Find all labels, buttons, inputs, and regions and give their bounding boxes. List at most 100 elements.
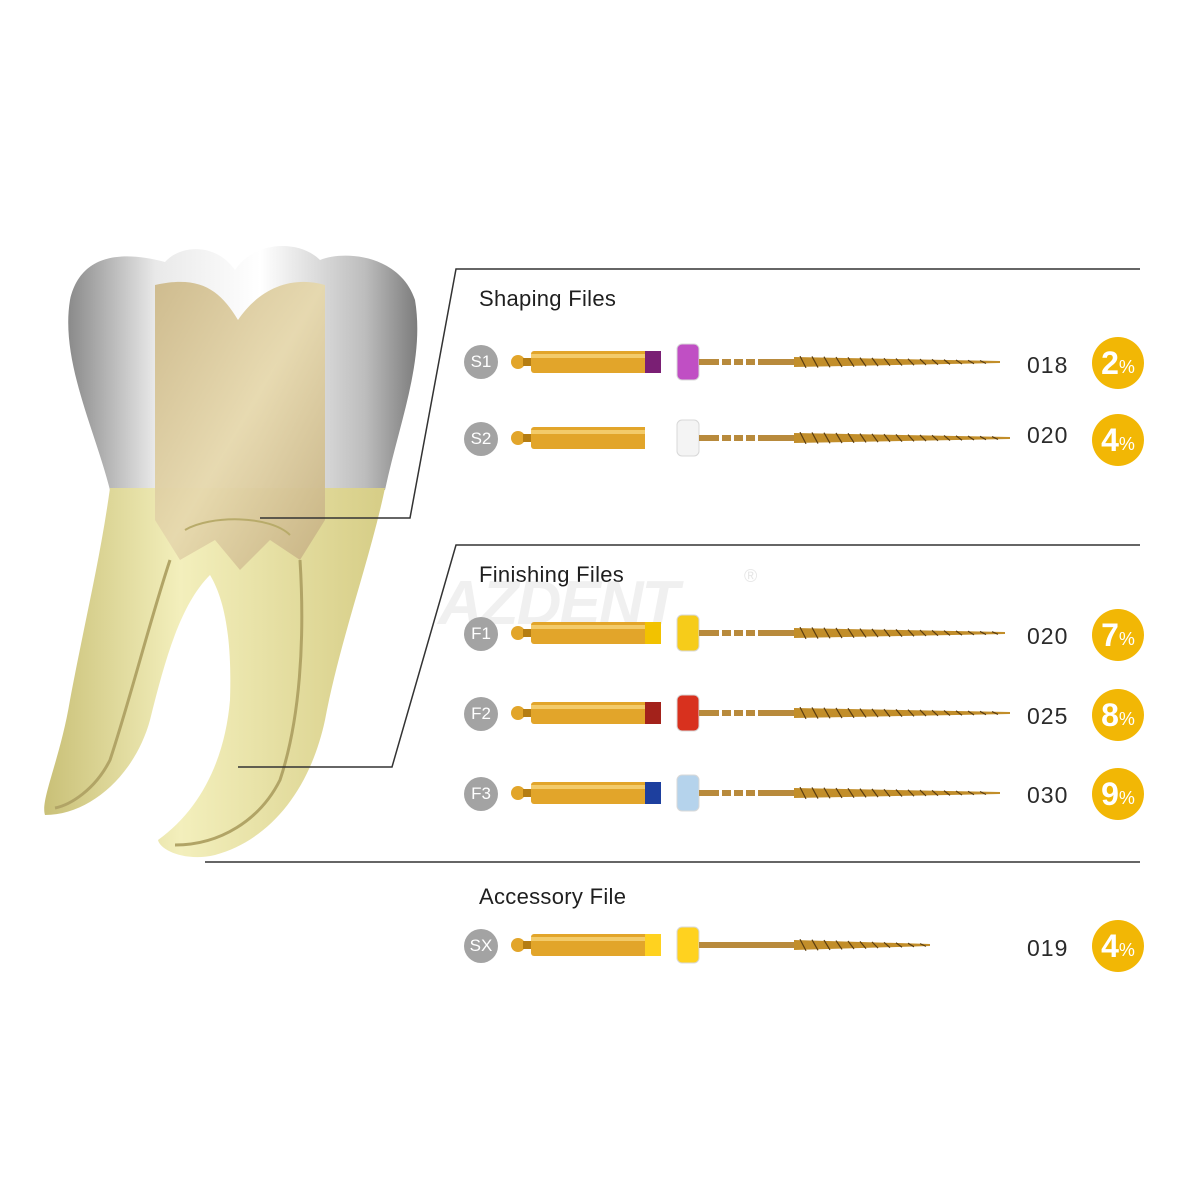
file-depth-mark-f1-3 [755,628,758,638]
file-depth-mark-s2-1 [731,433,734,443]
file-flute-sx-1 [811,939,819,951]
file-size-f1: 020 [1027,623,1069,649]
file-ring-f1 [676,614,700,652]
file-flute-f1-13 [955,630,963,636]
file-flute-f1-8 [895,629,903,637]
file-shaft-f3 [699,790,794,796]
file-band-s1 [645,351,661,373]
file-flute-s1-5 [859,357,867,367]
file-neck-s1 [523,358,533,366]
finishing-files-title: Finishing Files [479,562,625,587]
file-flute-f1-5 [859,628,867,638]
file-flute-f1-11 [931,629,939,637]
file-flute-f1-15 [979,630,987,636]
rotary-file-f2 [511,694,1010,732]
file-flute-f1-1 [811,627,819,639]
file-knob-f3 [511,786,525,800]
file-flute-f2-10 [919,709,927,717]
taper-value-sx: 4 [1101,927,1119,964]
file-flute-f3-4 [847,787,855,799]
file-flute-f2-5 [859,708,867,718]
file-depth-mark-f1-1 [731,628,734,638]
file-flute-f2-9 [907,709,915,717]
rotary-file-sx [511,926,930,964]
file-flute-s1-14 [967,359,975,365]
file-flute-s1-11 [931,358,939,366]
file-flute-f3-12 [943,790,951,796]
file-ring-f3 [676,774,700,812]
file-neck-f1 [523,629,533,637]
taper-value-f2: 8 [1101,696,1119,733]
file-shank-highlight-f3 [531,785,649,789]
file-code-badge-sx: SX [464,929,498,963]
taper-unit-f3: % [1118,787,1135,808]
taper-value-f3: 9 [1101,775,1119,812]
file-depth-mark-f2-3 [755,708,758,718]
file-flute-f3-10 [919,789,927,797]
file-neck-s2 [523,434,533,442]
file-flute-f1-14 [967,630,975,636]
file-knob-f1 [511,626,525,640]
file-flute-s1-6 [871,357,879,367]
taper-badge-f2: 8% [1092,689,1144,741]
file-flute-s1-1 [811,356,819,368]
file-blade-f2 [794,708,1010,718]
file-flute-f3-9 [907,789,915,797]
file-flute-sx-8 [895,942,903,948]
file-flute-f3-13 [955,790,963,796]
file-flute-f3-8 [895,789,903,797]
file-flute-f3-1 [811,787,819,799]
taper-unit-s2: % [1118,433,1135,454]
file-flute-f1-12 [943,630,951,636]
taper-badge-sx: 4% [1092,920,1144,972]
file-flute-sx-0 [799,938,807,952]
file-flute-s1-9 [907,358,915,366]
file-shank-highlight-f1 [531,625,649,629]
file-ring-f2 [676,694,700,732]
file-flute-sx-6 [871,941,879,949]
rotary-file-f1 [511,614,1005,652]
file-depth-mark-s2-3 [755,433,758,443]
file-flute-f3-0 [799,786,807,800]
taper-unit-s1: % [1118,356,1135,377]
file-flute-s2-7 [883,433,891,443]
file-flute-s2-13 [955,435,963,441]
taper-badge-s2: 4% [1092,414,1144,466]
file-flute-s2-12 [943,435,951,441]
file-flute-f3-7 [883,788,891,798]
taper-unit-sx: % [1118,939,1135,960]
file-shaft-s2 [699,435,794,441]
file-flute-sx-7 [883,941,891,949]
file-band-sx [645,934,661,956]
taper-badge-s1: 2% [1092,337,1144,389]
file-flute-s2-9 [907,434,915,442]
registered-mark: ® [744,566,758,586]
file-flute-f2-4 [847,707,855,719]
file-flute-f1-9 [907,629,915,637]
taper-value-s2: 4 [1101,421,1119,458]
file-flute-sx-4 [847,940,855,950]
file-shaft-f1 [699,630,794,636]
taper-value-s1: 2 [1101,344,1119,381]
file-flute-f1-7 [883,628,891,638]
taper-unit-f1: % [1118,628,1135,649]
file-flute-f2-11 [931,709,939,717]
file-flute-f3-11 [931,789,939,797]
file-band-f3 [645,782,661,804]
file-flute-f2-1 [811,707,819,719]
file-flute-s2-8 [895,433,903,443]
bracket-lines [205,268,1140,863]
tooth-dentin [155,281,325,570]
file-depth-mark-f3-3 [755,788,758,798]
file-flute-s2-0 [799,431,807,445]
pulp-chamber [184,518,291,536]
file-depth-mark-s1-1 [731,357,734,367]
file-flute-f2-2 [823,707,831,719]
file-flute-f1-3 [835,627,843,639]
file-flute-f3-14 [967,790,975,796]
file-flute-sx-9 [907,942,915,948]
file-flute-s1-12 [943,359,951,365]
file-flute-s1-8 [895,358,903,366]
file-code-badge-s2: S2 [464,422,498,456]
file-flute-s2-4 [847,432,855,444]
